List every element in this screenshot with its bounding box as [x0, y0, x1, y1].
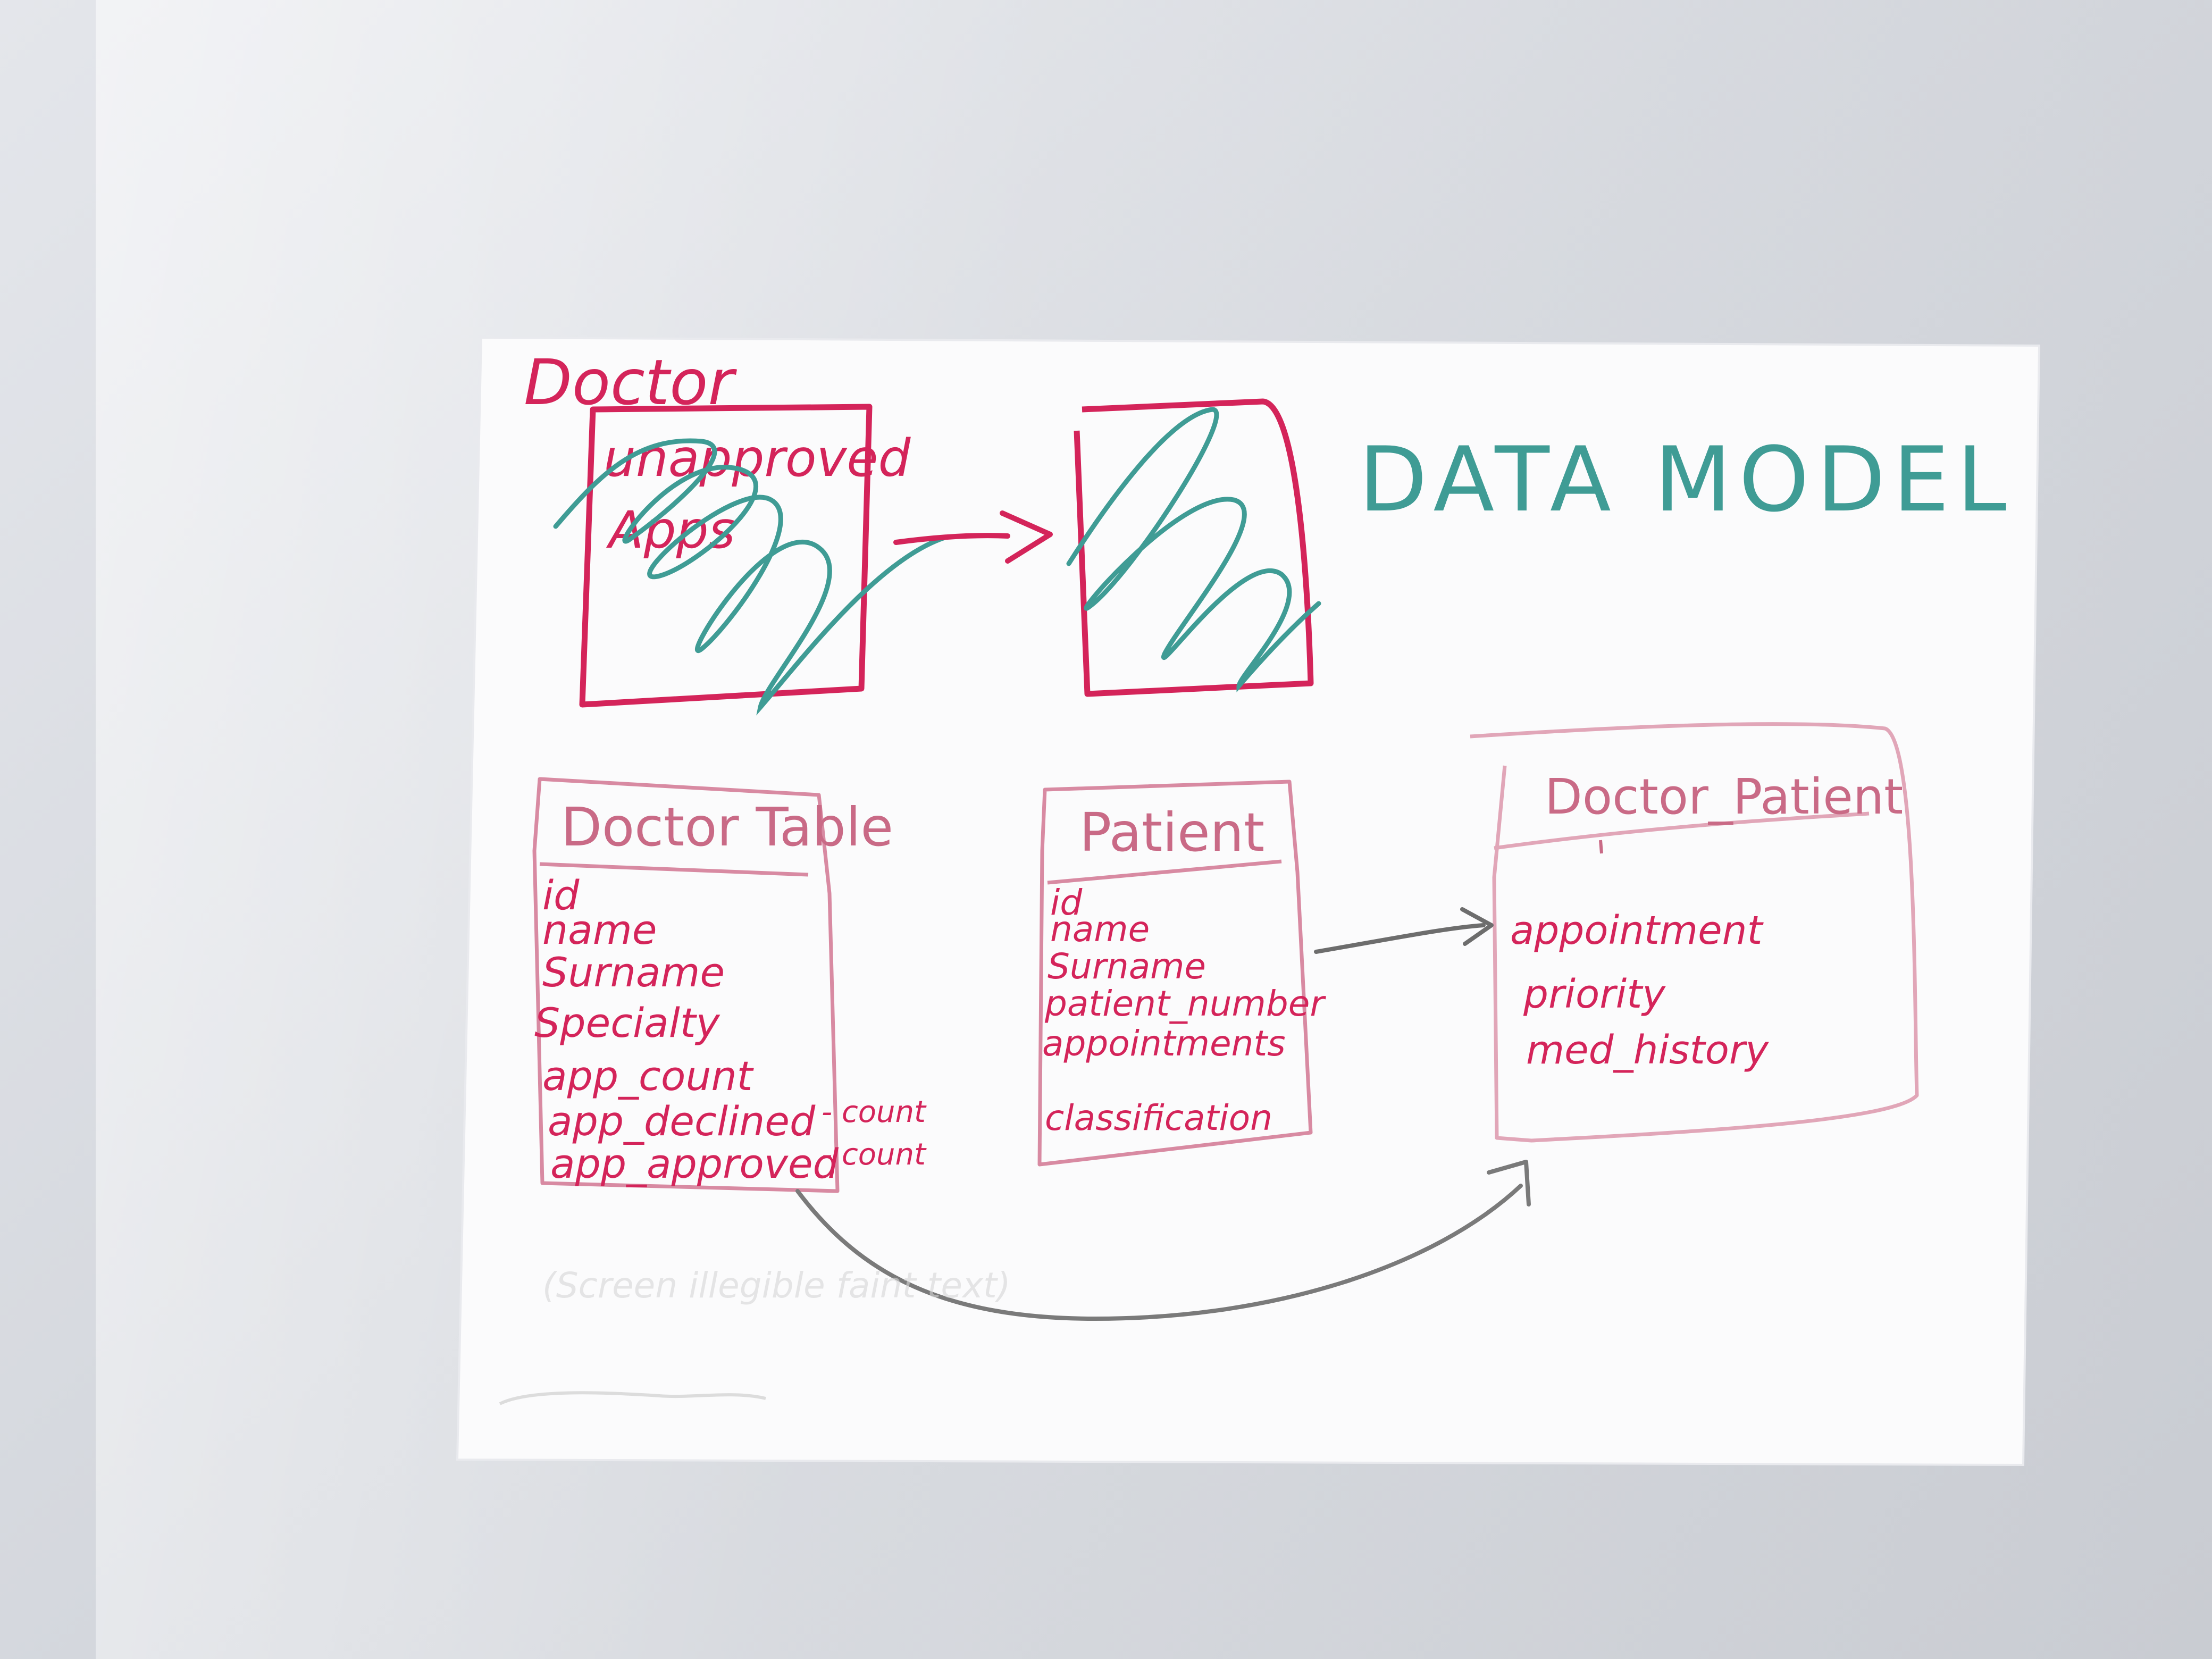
approved-apps-box: [1074, 398, 1314, 697]
doctor-suffix-declined: - count: [822, 1095, 927, 1129]
doctor-field-app-declined: app_declined: [548, 1097, 816, 1145]
doctor-patient-field-med-history: med_history: [1526, 1027, 1769, 1073]
patient-to-doctor-patient-arrow: [1314, 923, 1486, 954]
unapproved-apps-line1: unapproved: [604, 429, 911, 488]
doctor-patient-table-header: Doctor_Patient: [1545, 768, 1903, 825]
doctor-field-app-approved: app_approved: [550, 1140, 839, 1187]
doctor-patient-table-divider: [1494, 811, 1870, 850]
doctor-table-header: Doctor Table: [561, 796, 893, 858]
doctor-patient-field-appointment: appointment: [1510, 908, 1764, 953]
teal-scribble-right: [1066, 407, 1321, 693]
patient-field-id: id: [1050, 882, 1083, 923]
teal-scribble-left: [553, 438, 949, 716]
patient-table-fields: id name Surname patient_number appointme…: [1042, 882, 1326, 1138]
doctor-field-name: name: [542, 906, 657, 953]
patient-table-header: Patient: [1079, 801, 1264, 864]
doctor-field-surname: Surname: [542, 949, 725, 996]
patient-field-name: name: [1050, 909, 1150, 950]
patient-to-doctor-patient-arrowhead: [1460, 907, 1494, 946]
paper-sheet: [456, 336, 2041, 1467]
patient-table-frame: [1037, 780, 1313, 1167]
patient-field-classification: classification: [1045, 1097, 1272, 1138]
patient-field-surname: Surname: [1048, 946, 1206, 987]
top-arrow-head: [1000, 510, 1053, 564]
doctor-patient-field-priority: priority: [1523, 971, 1666, 1017]
doctor-patient-table-fields: appointment priority med_history: [1510, 908, 1769, 1073]
page-title: DATA MODEL: [1359, 428, 2014, 532]
doctor-suffix-approved: - count: [822, 1137, 927, 1172]
doctor-to-doctor-patient-arrow: [795, 1184, 1523, 1321]
faint-ghost-text: (Screen illegible faint text): [542, 1265, 1011, 1306]
doctor-patient-tick: [1599, 840, 1603, 854]
top-arrow-shaft: [893, 533, 1010, 545]
doctor-table-divider: [539, 862, 809, 877]
doctor-to-doctor-patient-arrowhead: [1487, 1160, 1531, 1206]
doctor-field-id: id: [542, 872, 580, 919]
patient-field-appointments: appointments: [1042, 1023, 1286, 1064]
doctor-table-fields: id name Surname Specialty app_count app_…: [534, 872, 927, 1187]
faint-ghost-scribble: [499, 1391, 766, 1405]
unapproved-apps-box: [579, 404, 873, 708]
doctor-table-frame: [532, 777, 840, 1193]
doctor-field-specialty: Specialty: [534, 999, 720, 1046]
patient-table-divider: [1047, 859, 1282, 885]
doctor-patient-table-frame: [1470, 722, 1919, 1143]
patient-field-patient-number: patient_number: [1044, 983, 1326, 1024]
doctor-field-app-count: app_count: [542, 1052, 755, 1100]
